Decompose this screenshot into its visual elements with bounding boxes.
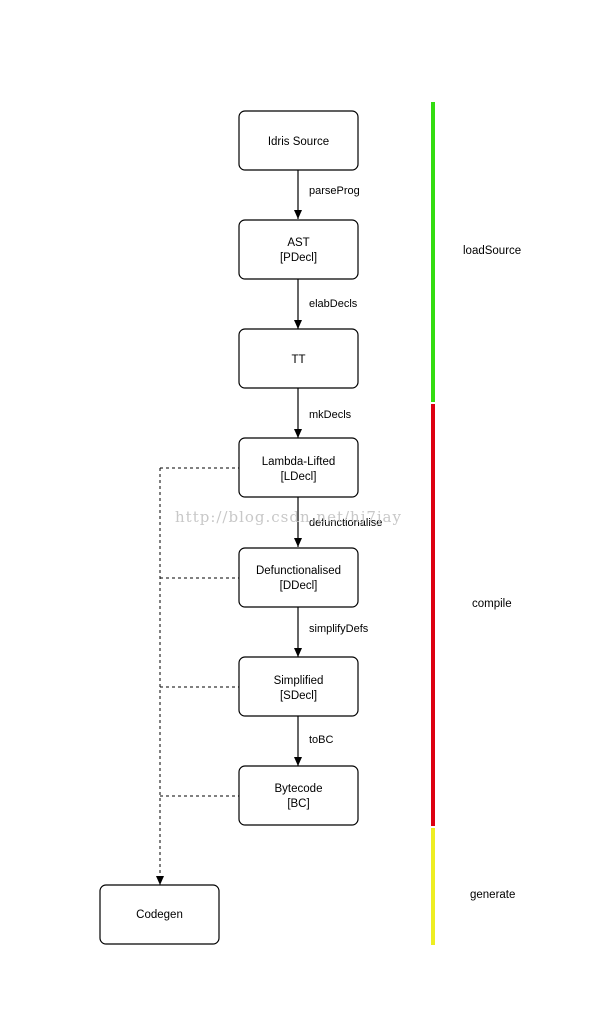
node-idris-source: Idris Source: [238, 110, 359, 171]
node-bytecode-label: Bytecode: [275, 783, 323, 795]
edge-label-to-bc: toBC: [309, 734, 334, 746]
node-tt: TT: [238, 328, 359, 389]
node-idris-source-label: Idris Source: [268, 136, 329, 148]
edge-label-mk-decls: mkDecls: [309, 409, 352, 421]
watermark: http://blog.csdn.net/hj7jay: [175, 508, 402, 526]
node-lambda-lifted-label: Lambda-Lifted: [262, 456, 336, 468]
node-simplified-type: [SDecl]: [280, 690, 317, 702]
node-bytecode-type: [BC]: [287, 798, 309, 810]
edge-label-defunctionalise: defunctionalise: [309, 517, 382, 529]
node-ast-type: [PDecl]: [280, 252, 317, 264]
node-ast: AST [PDecl]: [238, 219, 359, 280]
edge-label-elab-decls: elabDecls: [309, 298, 358, 310]
node-codegen: Codegen: [99, 884, 220, 945]
node-simplified-label: Simplified: [274, 675, 324, 687]
phase-label-compile: compile: [472, 598, 512, 610]
node-defunctionalised-label: Defunctionalised: [256, 565, 341, 577]
node-ast-label: AST: [287, 237, 309, 249]
node-defunctionalised: Defunctionalised [DDecl]: [238, 547, 359, 608]
node-tt-label: TT: [291, 354, 305, 366]
node-lambda-lifted: Lambda-Lifted [LDecl]: [238, 437, 359, 498]
node-codegen-label: Codegen: [136, 909, 183, 921]
node-defunctionalised-type: [DDecl]: [280, 580, 318, 592]
phase-label-generate: generate: [470, 889, 515, 901]
node-lambda-lifted-type: [LDecl]: [281, 471, 317, 483]
node-simplified: Simplified [SDecl]: [238, 656, 359, 717]
phase-label-load-source: loadSource: [463, 245, 521, 257]
node-bytecode: Bytecode [BC]: [238, 765, 359, 826]
edge-label-simplify-defs: simplifyDefs: [309, 623, 369, 635]
edge-label-parse-prog: parseProg: [309, 185, 360, 197]
